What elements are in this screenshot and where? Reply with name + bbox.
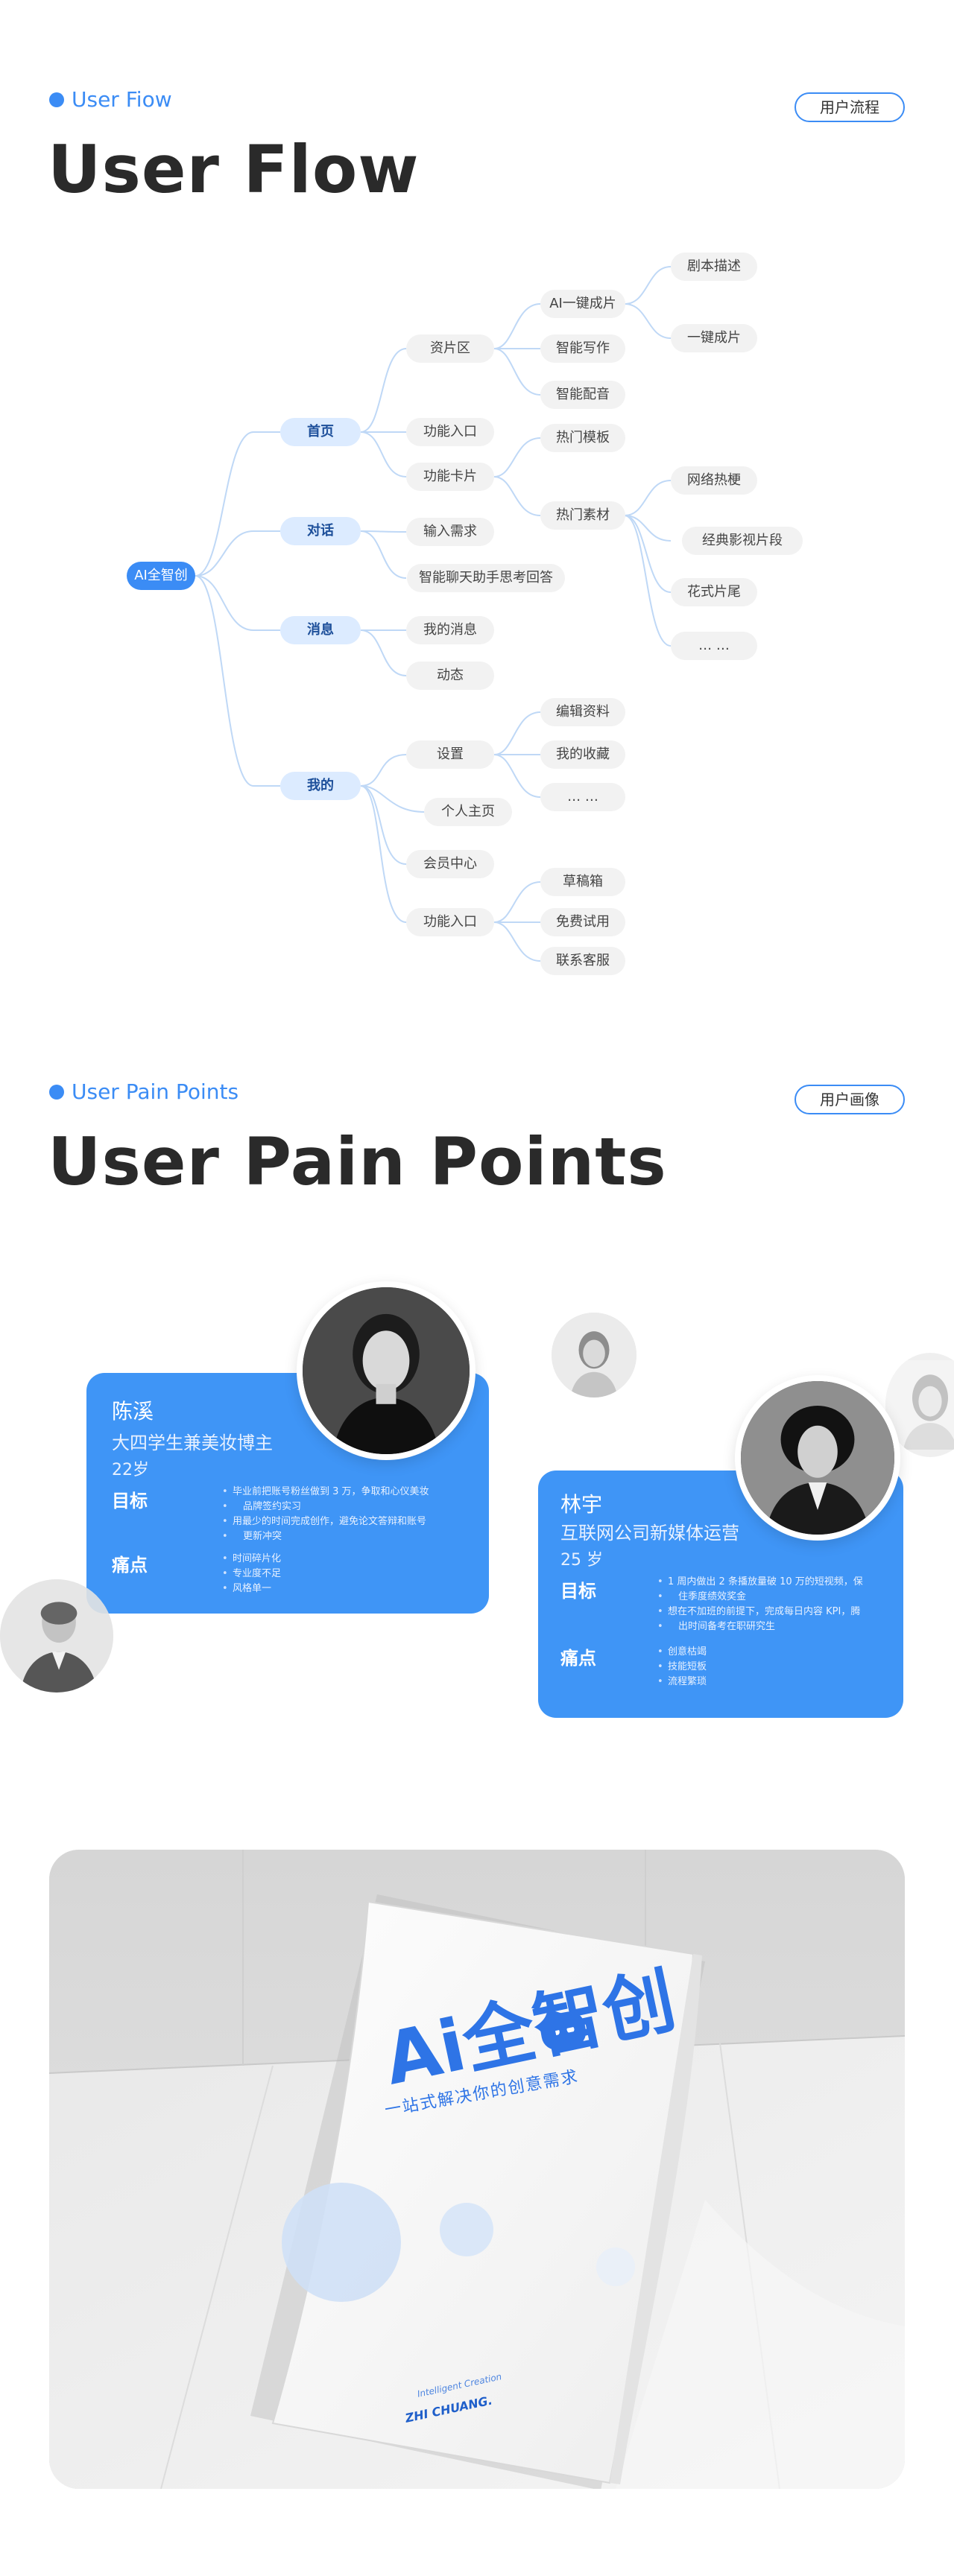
list-item: 想在不加班的前提下，完成每日内容 KPI，腾 <box>657 1605 896 1619</box>
persona-1-role: 大四学生兼美妆博主 <box>112 1433 273 1453</box>
list-item: 毕业前把账号粉丝做到 3 万，争取和心仪美妆 <box>222 1485 468 1500</box>
flow-node-remen-sucai: 热门素材 <box>540 501 625 530</box>
flow-connectors <box>195 266 672 962</box>
flow-section-tag: User Fiow <box>49 87 172 112</box>
flow-node-wangluo: 网络热梗 <box>671 466 757 495</box>
flow-node-juben: 剧本描述 <box>671 253 757 281</box>
persona-2-avatar <box>735 1375 900 1541</box>
flow-node-mine: 我的 <box>280 772 361 800</box>
persona-card-1: 陈溪 大四学生兼美妆博主 22岁 目标 毕业前把账号粉丝做到 3 万，争取和心仪… <box>86 1373 489 1614</box>
flow-node-zhineng-xiezuo: 智能写作 <box>540 334 625 363</box>
flow-node-kefu: 联系客服 <box>540 947 625 975</box>
list-item: 创意枯竭 <box>657 1645 881 1660</box>
chat-bubble-icon <box>540 2011 587 2050</box>
list-item: 专业度不足 <box>222 1567 446 1582</box>
flow-node-yijian: 一键成片 <box>671 324 757 352</box>
flow-node-more-2: … … <box>540 783 625 811</box>
flow-root-node: AI全智创 <box>127 562 195 590</box>
flow-node-ai-yijian: AI一键成片 <box>540 290 625 318</box>
flow-node-home: 首页 <box>280 418 361 446</box>
flow-node-messages: 消息 <box>280 616 361 644</box>
list-item: 流程繁琐 <box>657 1675 881 1690</box>
female-portrait-icon <box>552 1313 636 1398</box>
flow-node-shuru: 输入需求 <box>406 518 494 546</box>
list-item: 技能短板 <box>657 1660 881 1675</box>
flow-node-gongneng-rukou: 功能入口 <box>406 418 494 446</box>
pain-section-tag: User Pain Points <box>49 1079 238 1104</box>
pain-section-pill: 用户画像 <box>795 1085 905 1114</box>
persona-1-goals: 毕业前把账号粉丝做到 3 万，争取和心仪美妆 品牌签约实习 用最少的时间完成创作… <box>222 1485 468 1544</box>
user-flow-diagram: AI全智创 首页 对话 消息 我的 资片区 功能入口 功能卡片 输入需求 智能聊… <box>0 223 954 1013</box>
flow-node-huashi: 花式片尾 <box>671 578 757 606</box>
flow-node-mianfei: 免费试用 <box>540 908 625 936</box>
persona-2-goal-label: 目标 <box>560 1581 596 1602</box>
flow-node-wode-rukou: 功能入口 <box>406 908 494 936</box>
persona-2-goals: 1 周内做出 2 条播放量破 10 万的短视频，保 住季度绩效奖金 想在不加班的… <box>657 1575 896 1634</box>
brand-magazine-mockup: Ai全智创 一站式解决你的创意需求 Intelligent Creation Z… <box>49 1850 905 2489</box>
bullet-dot-icon <box>49 92 64 107</box>
flow-node-bianji: 编辑资料 <box>540 698 625 726</box>
decor-avatar-top <box>552 1313 636 1398</box>
list-item: 风格单一 <box>222 1582 446 1596</box>
persona-1-name: 陈溪 <box>112 1399 154 1424</box>
flow-node-dongtai: 动态 <box>406 662 494 690</box>
decor-avatar-left <box>0 1579 113 1693</box>
flow-node-zhineng-liaotian: 智能聊天助手思考回答 <box>407 564 565 592</box>
persona-1-pain-label: 痛点 <box>112 1555 148 1576</box>
flow-node-caogao: 草稿箱 <box>540 868 625 896</box>
flow-node-shezhi: 设置 <box>406 740 494 769</box>
pain-section-tag-label: User Pain Points <box>72 1079 239 1104</box>
concrete-background <box>49 1850 905 2489</box>
male-portrait-icon <box>0 1579 113 1693</box>
list-item: 用最少的时间完成创作，避免论文答辩和账号 <box>222 1514 468 1529</box>
bullet-dot-icon <box>49 1084 64 1100</box>
persona-1-avatar <box>297 1281 476 1460</box>
flow-node-shoucang: 我的收藏 <box>540 740 625 769</box>
persona-2-name: 林宇 <box>560 1492 603 1517</box>
list-item: 1 周内做出 2 条播放量破 10 万的短视频，保 <box>657 1575 896 1590</box>
persona-2-pains: 创意枯竭 技能短板 流程繁琐 <box>657 1645 881 1690</box>
persona-1-age: 22岁 <box>112 1461 149 1479</box>
flow-node-gongneng-kapian: 功能卡片 <box>406 463 494 491</box>
flow-node-wode-xiaoxi: 我的消息 <box>406 616 494 644</box>
flow-node-more-1: … … <box>671 632 757 660</box>
flow-node-zipian: 资片区 <box>406 334 494 363</box>
persona-2-pain-label: 痛点 <box>560 1648 596 1669</box>
flow-section-pill: 用户流程 <box>795 92 905 122</box>
female-portrait-icon <box>303 1287 470 1454</box>
flow-section-tag-label: User Fiow <box>72 87 172 112</box>
list-item: 品牌签约实习 <box>222 1500 468 1514</box>
flow-node-zhineng-peiyin: 智能配音 <box>540 381 625 409</box>
flow-node-chat: 对话 <box>280 517 361 545</box>
flow-node-jingdian: 经典影视片段 <box>682 527 803 555</box>
flow-node-remen-muban: 热门模板 <box>540 424 625 452</box>
persona-1-pains: 时间碎片化 专业度不足 风格单一 <box>222 1552 446 1596</box>
list-item: 时间碎片化 <box>222 1552 446 1567</box>
persona-2-role: 互联网公司新媒体运营 <box>560 1523 739 1544</box>
list-item: 住季度绩效奖金 <box>657 1590 896 1605</box>
flow-node-huiyuan: 会员中心 <box>406 850 494 878</box>
flow-node-geren: 个人主页 <box>424 798 512 826</box>
list-item: 更新冲突 <box>222 1529 468 1544</box>
persona-2-age: 25 岁 <box>560 1551 603 1570</box>
pain-section-title: User Pain Points <box>48 1123 667 1200</box>
persona-1-goal-label: 目标 <box>112 1491 148 1511</box>
male-portrait-icon <box>741 1381 894 1535</box>
list-item: 出时间备考在职研究生 <box>657 1619 896 1634</box>
flow-section-title: User Flow <box>48 131 420 208</box>
